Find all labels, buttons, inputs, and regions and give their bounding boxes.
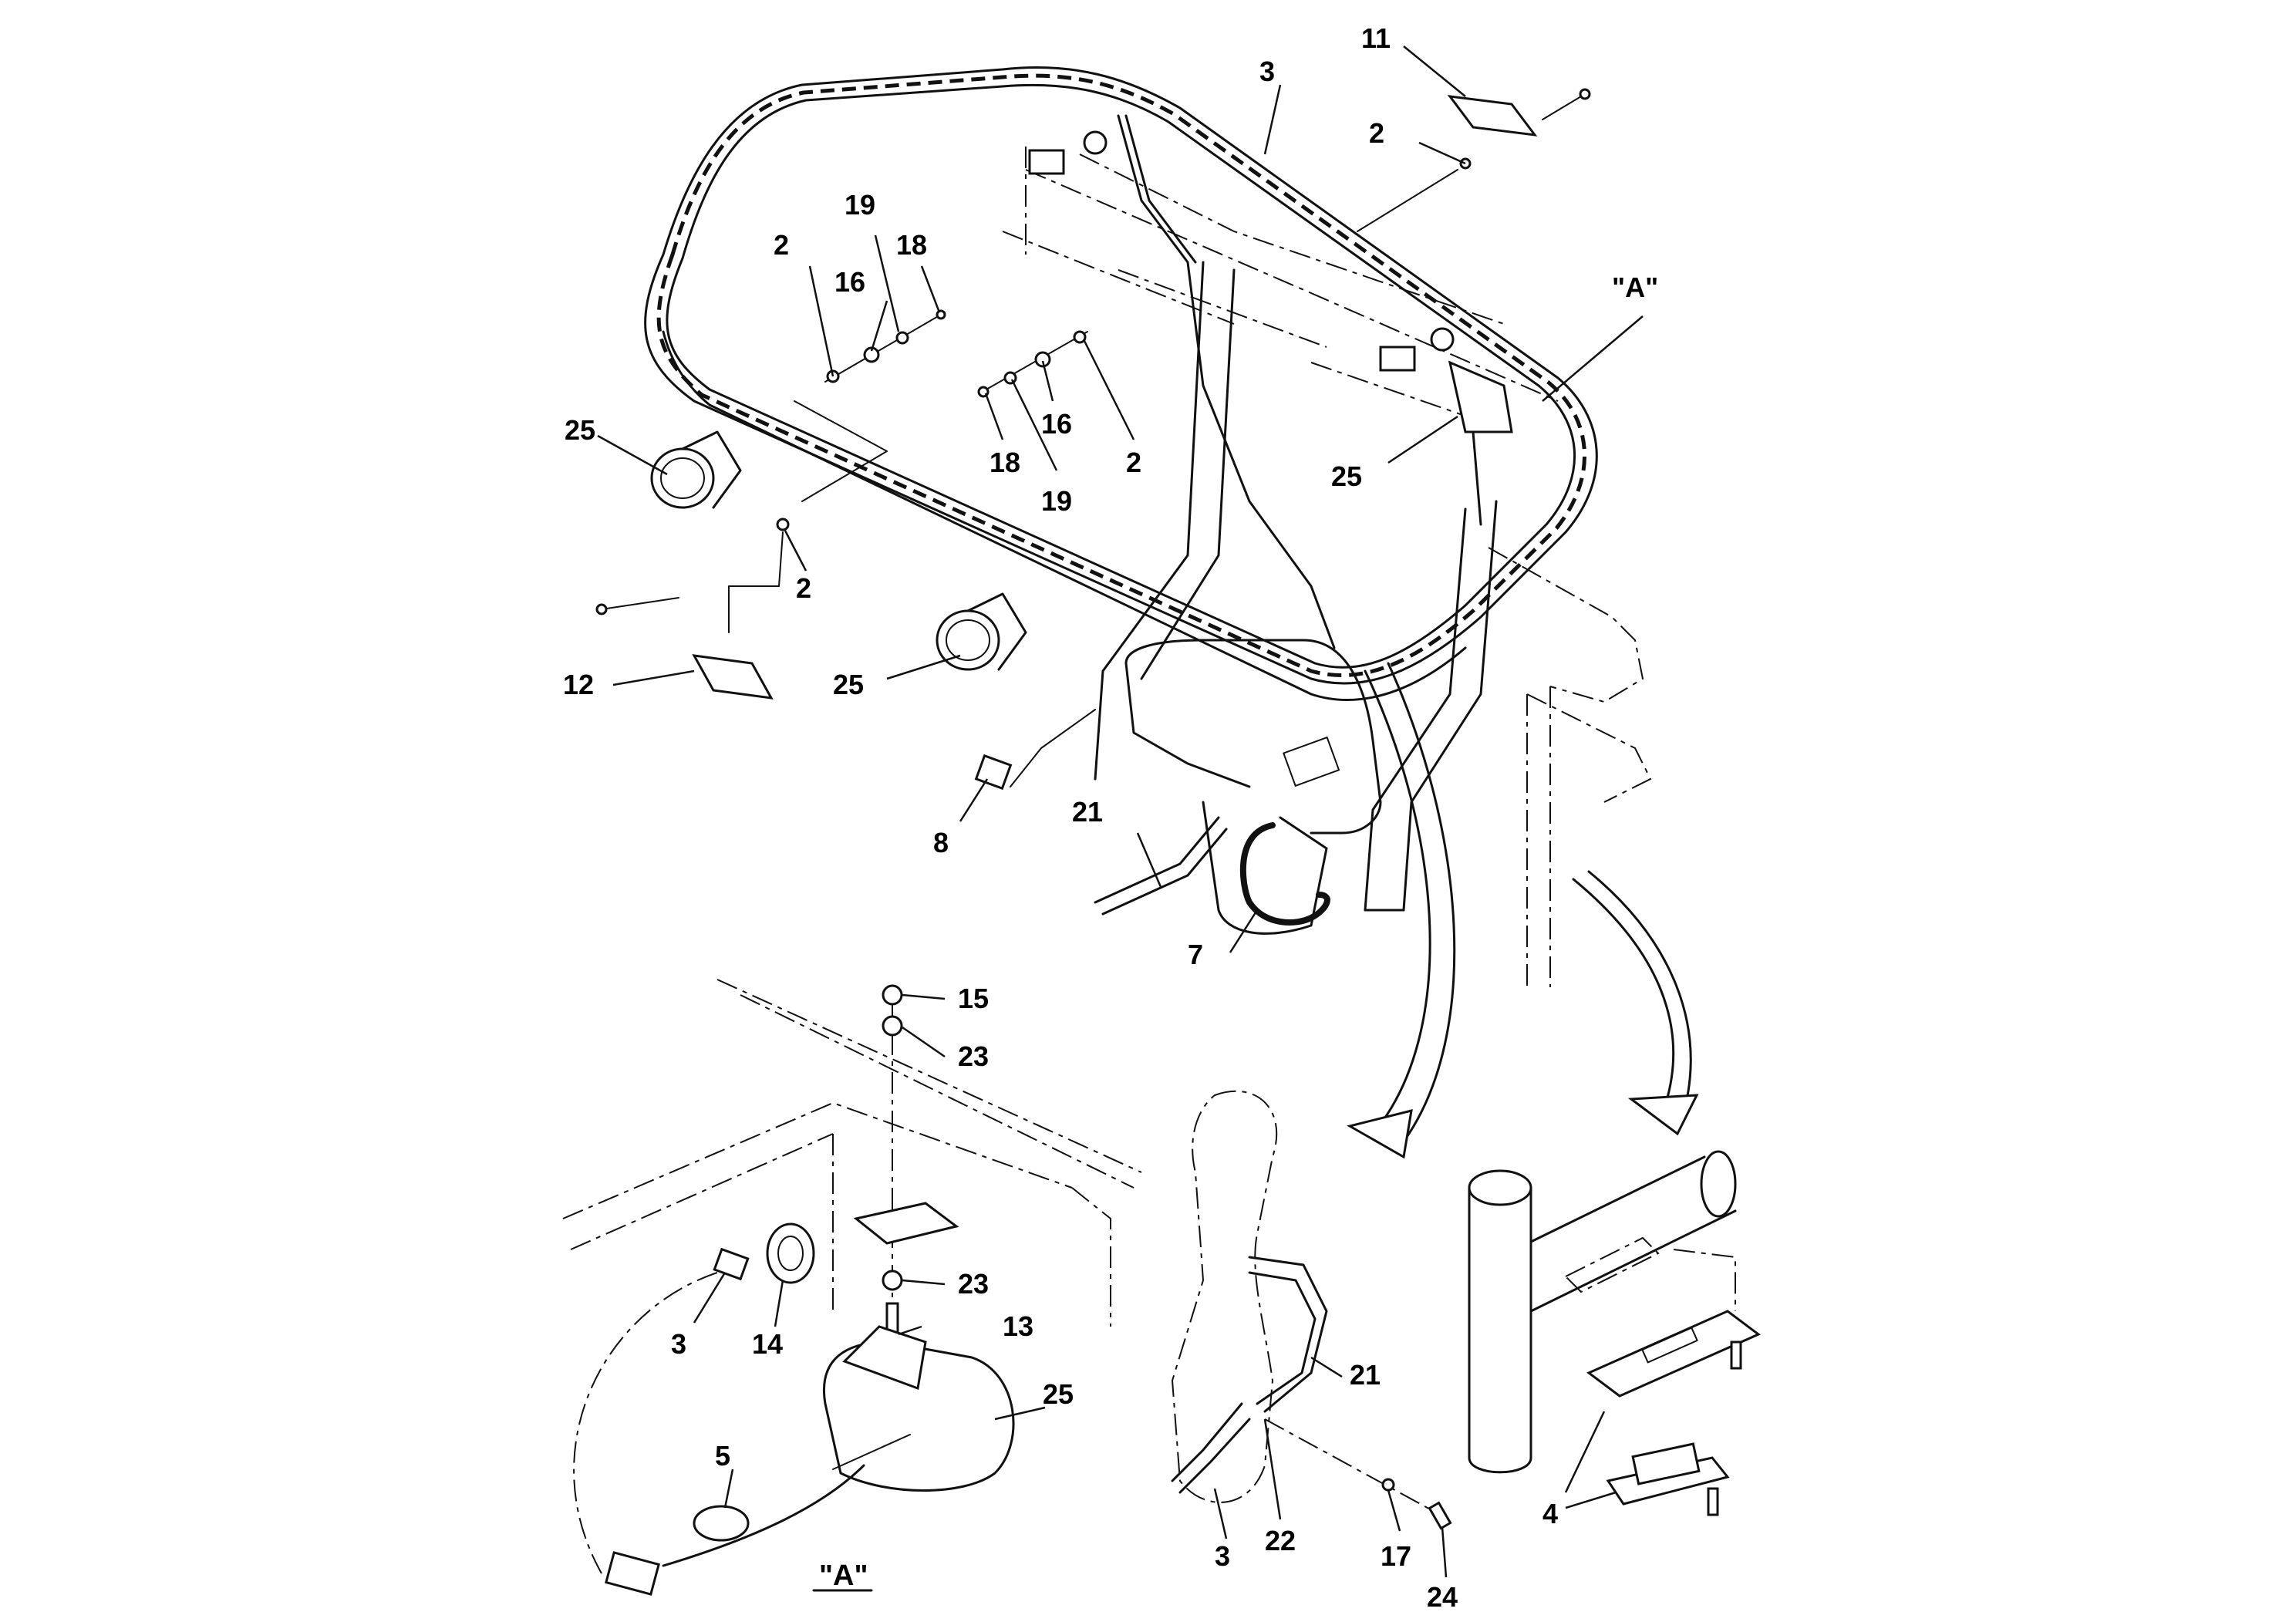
seat-switch-detail [1171, 1090, 1452, 1530]
callout-8: 8 [933, 827, 949, 858]
callout-24: 24 [1427, 1581, 1458, 1613]
washer-icon [1003, 371, 1017, 385]
callout-7: 7 [1188, 939, 1203, 970]
lamp-icon [823, 1340, 1015, 1492]
connector-icon [1379, 346, 1416, 372]
washer-icon [1381, 1478, 1395, 1492]
callout-16: 16 [834, 266, 865, 298]
callout-16: 16 [1041, 408, 1072, 440]
callout-4: 4 [1542, 1498, 1558, 1529]
callout-21: 21 [1072, 796, 1103, 828]
callout-18: 18 [990, 447, 1020, 478]
callout-19: 19 [1041, 485, 1072, 517]
callout-13: 13 [1003, 1310, 1033, 1342]
washer-icon [895, 331, 909, 345]
connector-icon [1028, 149, 1065, 175]
callout-2: 2 [1126, 447, 1141, 478]
callout-23: 23 [958, 1268, 989, 1300]
callout-14: 14 [752, 1328, 783, 1360]
callout-5: 5 [715, 1440, 730, 1472]
connector-icon [713, 1247, 750, 1281]
washer-icon [1073, 330, 1087, 344]
callout-18: 18 [896, 229, 927, 261]
frame-hardware [595, 88, 1591, 916]
bolt-icon [1707, 1487, 1719, 1516]
bolt-icon [1428, 1501, 1452, 1530]
detail-a [562, 979, 1142, 1596]
washer-icon [882, 1015, 903, 1037]
callout-3: 3 [1259, 56, 1275, 87]
callout-3: 3 [671, 1328, 686, 1360]
washer-icon [882, 1270, 903, 1291]
callout-25: 25 [1331, 460, 1362, 492]
washer-icon [1034, 351, 1051, 368]
callout-22: 22 [1265, 1525, 1296, 1556]
callout-15: 15 [958, 983, 989, 1014]
callout-12: 12 [563, 669, 594, 700]
tube-end-icon [1700, 1150, 1737, 1218]
washer-icon [776, 518, 790, 531]
callout-2: 2 [774, 229, 789, 261]
callout-23: 23 [958, 1040, 989, 1072]
bolt-icon [1579, 88, 1591, 100]
callout-2: 2 [1369, 117, 1384, 149]
callout-25: 25 [565, 414, 595, 446]
clamp-icon [693, 1505, 750, 1542]
rops-frame [644, 66, 1652, 987]
connector-icon [974, 754, 1013, 791]
bolt-icon [1730, 1340, 1742, 1370]
switch-icon [1631, 1442, 1701, 1485]
callout-labels: 11 3 2 "A" 19 18 2 16 16 18 2 19 25 25 2… [563, 22, 1658, 1613]
switch-icon [692, 654, 774, 700]
grommet-icon [1430, 327, 1455, 352]
nut-icon [882, 984, 903, 1006]
callout-25: 25 [833, 669, 864, 700]
bolt-icon [595, 603, 608, 615]
callout-2: 2 [796, 572, 811, 604]
callout-leaders [597, 46, 1644, 1578]
view-arrows [1347, 662, 1699, 1159]
interlock-bracket-detail [1468, 1150, 1761, 1516]
callout-11: 11 [1361, 22, 1391, 54]
callout-19: 19 [845, 189, 875, 221]
lamp-bracket-icon [1448, 360, 1513, 433]
grommet-icon [766, 1222, 815, 1284]
callout-21: 21 [1350, 1359, 1381, 1391]
grommet-icon [1083, 130, 1108, 155]
detail-a-title: "A" [819, 1560, 868, 1592]
switch-icon [1447, 95, 1538, 137]
connector-icon [605, 1551, 660, 1596]
callout-view-a: "A" [1612, 271, 1658, 303]
bolt-icon [936, 309, 946, 320]
callout-25: 25 [1043, 1378, 1074, 1410]
tube-end-icon [1468, 1169, 1532, 1206]
callout-3: 3 [1215, 1540, 1230, 1572]
callout-17: 17 [1381, 1540, 1411, 1572]
